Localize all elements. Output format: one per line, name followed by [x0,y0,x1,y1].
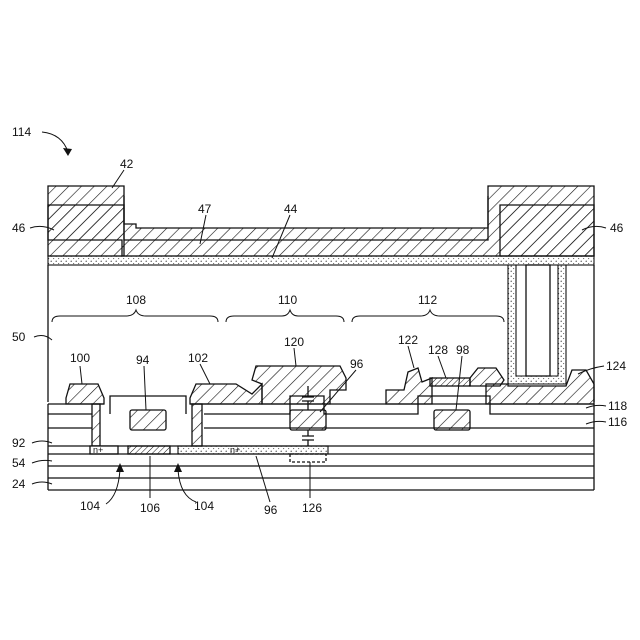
label-46-right: 46 [610,221,624,235]
electrode-128 [430,378,470,386]
n-plus-region-96 [178,446,328,454]
label-104-left: 104 [80,499,100,513]
leader-92 [32,441,52,443]
label-110: 110 [278,293,297,307]
label-106: 106 [140,501,160,515]
label-54: 54 [12,456,26,470]
capacitor-lower [302,430,314,446]
brace-108 [52,310,218,322]
label-50: 50 [12,330,26,344]
label-114: 114 [12,125,31,139]
leader-104-left [106,470,120,504]
leader-96-bottom [256,456,270,502]
electrode-100 [66,384,104,404]
label-46-left: 46 [12,221,26,235]
label-100: 100 [70,351,90,365]
arrow-114 [63,148,72,156]
label-122: 122 [398,333,418,347]
label-108: 108 [126,293,146,307]
contact-right [192,404,202,446]
right-pillar-46 [500,205,594,256]
label-94: 94 [136,353,150,367]
label-98: 98 [456,343,470,357]
gate-98 [434,410,470,430]
left-pillar-46 [48,205,124,256]
label-n-plus-mid: n+ [230,445,240,455]
leader-128 [438,356,446,378]
label-104-right: 104 [194,499,214,513]
label-92: 92 [12,436,26,450]
arrow-104-right [174,463,182,472]
label-120: 120 [284,335,304,349]
brace-112 [352,310,504,322]
leader-100 [80,366,82,384]
gate-94 [130,410,166,430]
label-42: 42 [120,157,134,171]
leader-42 [112,170,124,188]
channel-106 [128,446,170,454]
label-118: 118 [608,399,627,413]
label-124: 124 [606,359,626,373]
label-116: 116 [608,415,627,429]
leader-24 [32,482,52,484]
brace-110 [226,310,344,322]
via-post-core [526,265,550,376]
leader-122 [408,346,414,368]
label-47: 47 [198,202,212,216]
label-128: 128 [428,343,448,357]
label-n-plus-left: n+ [93,445,103,455]
label-112: 112 [418,293,437,307]
leader-54 [32,460,52,463]
electrode-128-right [470,368,504,386]
label-44: 44 [284,202,298,216]
layer-54 [48,454,594,466]
arrow-104-left [116,463,124,472]
layer-24 [48,478,594,490]
leader-116 [586,421,606,424]
electrode-122 [386,368,432,404]
label-96-bottom: 96 [264,503,278,517]
contact-left [92,404,100,446]
region-126 [290,454,326,462]
leader-120 [294,348,296,366]
label-24: 24 [12,477,26,491]
leader-104-right [178,470,196,502]
leader-50 [34,336,52,340]
leader-94 [144,366,146,410]
gate-96 [290,410,326,430]
electrode-102 [190,384,262,404]
leader-102 [200,364,210,384]
label-126: 126 [302,501,322,515]
label-96-top: 96 [350,357,364,371]
leader-118 [586,405,606,408]
label-102: 102 [188,351,208,365]
dotted-layer-44 [48,256,594,265]
